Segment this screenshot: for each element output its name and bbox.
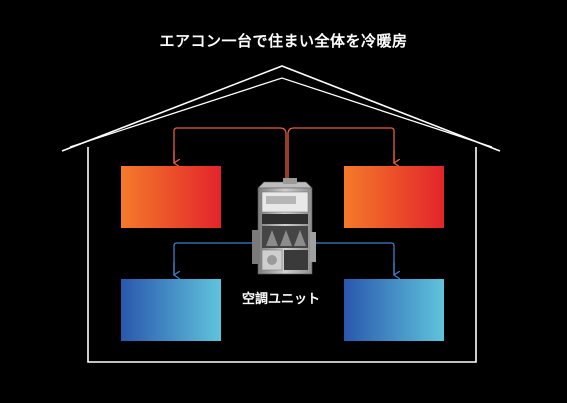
air-conditioning-unit-icon — [252, 178, 316, 275]
unit-label: 空調ユニット — [241, 292, 320, 307]
warm-room-right — [344, 166, 444, 228]
cool-duct — [174, 242, 394, 275]
cool-room-right — [344, 279, 444, 341]
cool-room-left — [121, 279, 221, 341]
warm-duct — [174, 127, 394, 185]
house-outline-icon — [61, 65, 501, 363]
page-title: エアコン一台で住まい全体を冷暖房 — [159, 32, 408, 50]
warm-room-left — [121, 166, 221, 228]
